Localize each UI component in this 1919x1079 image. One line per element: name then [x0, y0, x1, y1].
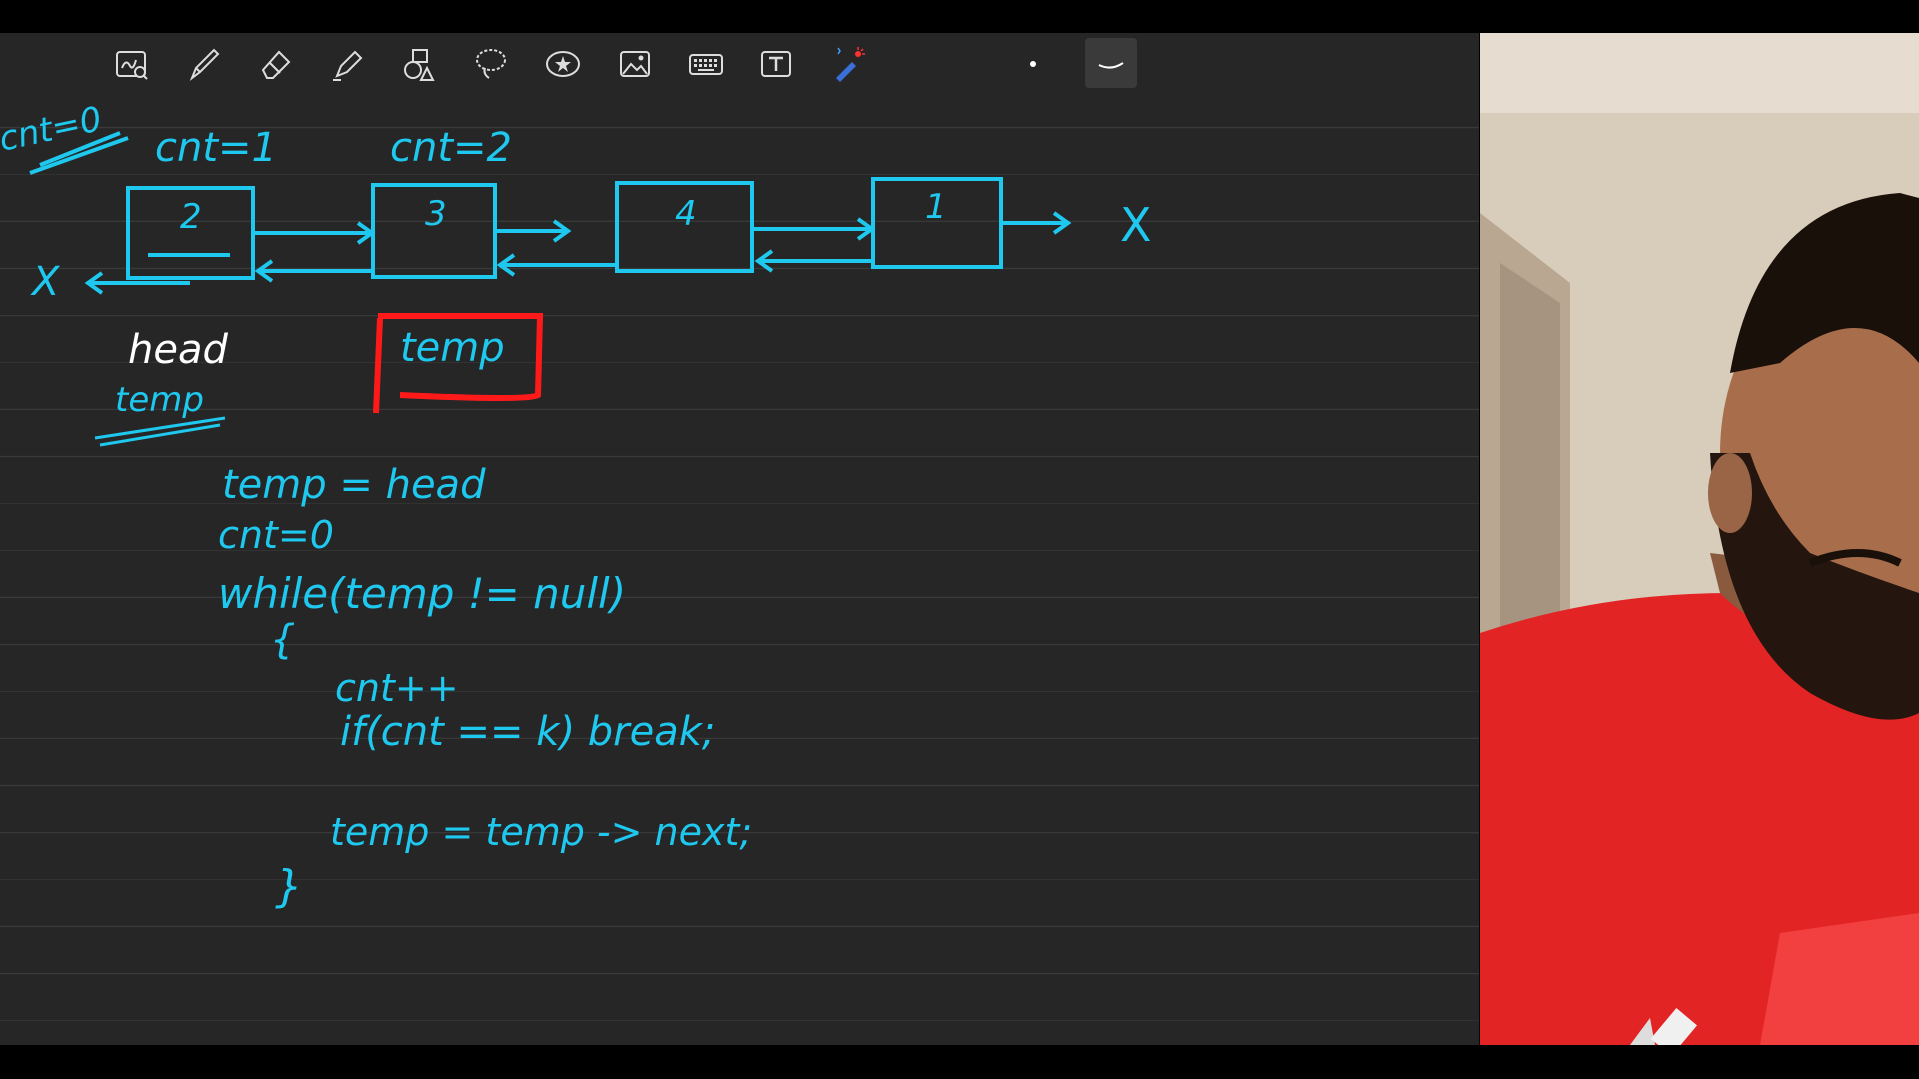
keyboard-tool[interactable] [682, 41, 730, 87]
highlighter-icon [333, 50, 363, 81]
temp-boxed-label: temp [400, 325, 505, 371]
code-line-5: cnt++ [335, 666, 459, 710]
prev-arrow-2 [254, 259, 373, 283]
note-canvas[interactable]: cnt=0 cnt=1 cnt=2 [0, 33, 1479, 1045]
pen-tool[interactable] [180, 41, 228, 87]
code-line-2: cnt=0 [218, 513, 334, 557]
handwritten-notes: cnt=0 cnt=1 cnt=2 [0, 99, 1152, 912]
next-arrow-2 [495, 219, 572, 243]
image-icon [620, 51, 650, 77]
webcam-video [1480, 33, 1919, 1045]
head-label: head [128, 327, 228, 373]
temp-struck-label: temp [115, 380, 204, 420]
image-tool[interactable] [611, 41, 659, 87]
code-line-1: temp = head [222, 462, 486, 508]
cnt-label-1: cnt=1 [155, 125, 277, 171]
shapes-icon [404, 49, 435, 81]
magnify-pen-icon [116, 51, 148, 80]
node-value-1: 2 [180, 197, 202, 237]
node-value-3: 4 [675, 194, 697, 234]
toolbar [0, 33, 1479, 95]
eraser-tool[interactable] [251, 41, 299, 87]
node-value-2: 3 [425, 194, 447, 234]
prev-arrow-3 [496, 253, 617, 277]
next-arrow-4 [1001, 211, 1072, 235]
code-line-3: while(temp != null) [218, 569, 626, 618]
prev-arrow-4 [754, 249, 873, 273]
strike-cnt0 [29, 131, 129, 175]
node-value-4: 1 [925, 187, 947, 227]
laser-pointer-icon [836, 47, 865, 82]
code-line-7: temp = temp -> next; [330, 810, 752, 854]
temp-highlight-box [373, 313, 544, 414]
keyboard-icon [689, 54, 723, 75]
prev-arrow-1 [84, 271, 190, 295]
null-right: X [1120, 198, 1152, 252]
highlighter-tool[interactable] [323, 41, 371, 87]
shapes-tool[interactable] [395, 41, 443, 87]
text-icon [761, 51, 791, 77]
code-line-6: if(cnt == k) break; [340, 709, 715, 755]
top-letterbox [0, 0, 1919, 33]
laser-pointer-tool[interactable] [824, 41, 872, 87]
sticker-tool[interactable] [539, 41, 587, 87]
next-arrow-3 [752, 217, 876, 241]
next-arrow-1 [253, 221, 376, 245]
star-icon [546, 51, 580, 77]
lasso-icon [476, 49, 506, 79]
eraser-icon [261, 50, 291, 79]
ruled-lines [0, 33, 1479, 1045]
code-line-4: { [270, 617, 295, 663]
cnt-label-2: cnt=2 [390, 125, 512, 171]
pen-icon [189, 48, 220, 81]
stroke-style-button[interactable] [1085, 38, 1137, 88]
code-line-8: } [275, 861, 303, 912]
null-left: X [30, 259, 61, 305]
pen-size-dot[interactable] [1027, 58, 1039, 70]
lasso-tool[interactable] [467, 41, 515, 87]
presenter-image [1480, 33, 1919, 1045]
zoom-handwriting-tool[interactable] [108, 41, 156, 87]
bottom-letterbox [0, 1045, 1919, 1079]
curve-stroke-icon [1098, 62, 1124, 69]
text-tool[interactable] [752, 41, 800, 87]
